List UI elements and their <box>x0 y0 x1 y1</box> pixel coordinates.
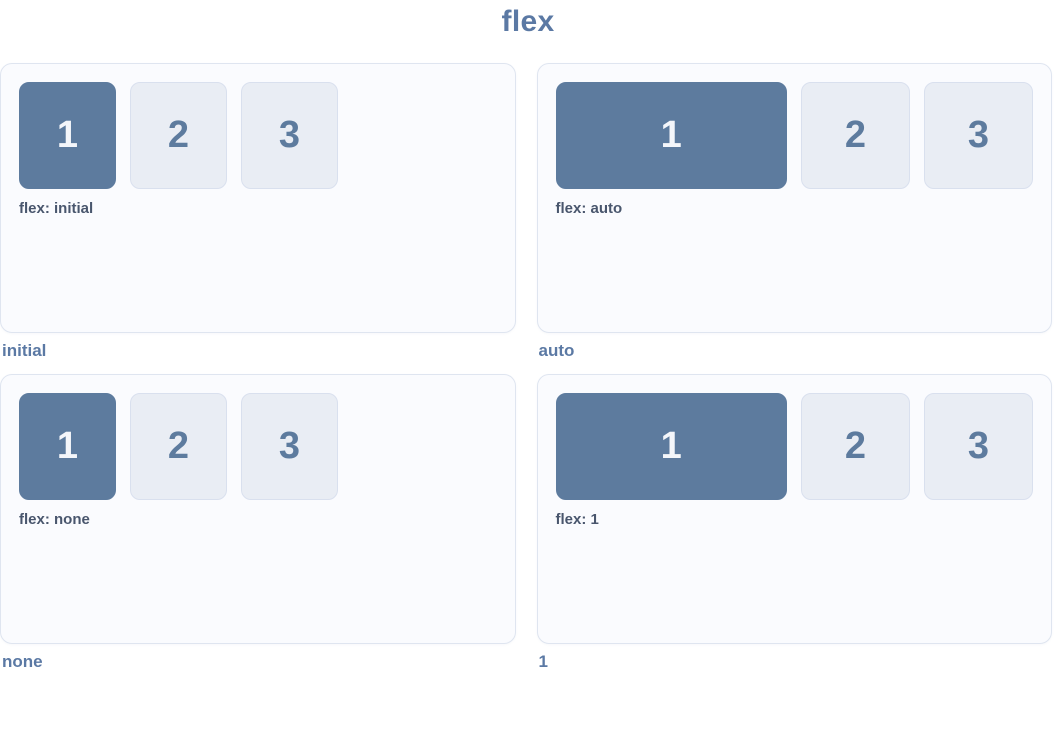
flex-container: 1 2 3 <box>555 393 1033 500</box>
flex-item-3: 3 <box>241 82 338 189</box>
flex-item-1: 1 <box>19 82 116 189</box>
demo-panel-auto: 1 2 3 flex: auto <box>536 63 1052 333</box>
flex-item-2: 2 <box>801 393 910 500</box>
demo-cell-1: 1 2 3 flex: 1 1 <box>536 374 1052 672</box>
demo-cell-initial: 1 2 3 flex: initial initial <box>0 63 516 361</box>
demo-panel-initial: 1 2 3 flex: initial <box>0 63 516 333</box>
flex-item-2: 2 <box>130 393 227 500</box>
flex-value-caption: flex: 1 <box>555 511 599 528</box>
demo-cell-none: 1 2 3 flex: none none <box>0 374 516 672</box>
flex-container: 1 2 3 <box>555 82 1033 189</box>
flex-item-1: 1 <box>555 393 787 500</box>
flex-item-2: 2 <box>801 82 910 189</box>
flex-value-caption: flex: auto <box>555 200 623 217</box>
flex-value-caption: flex: initial <box>19 200 94 217</box>
demo-panel-1: 1 2 3 flex: 1 <box>536 374 1052 644</box>
demo-cell-auto: 1 2 3 flex: auto auto <box>536 63 1052 361</box>
flex-item-2: 2 <box>130 82 227 189</box>
flex-item-1: 1 <box>555 82 787 189</box>
flex-item-1: 1 <box>19 393 116 500</box>
demo-panel-none: 1 2 3 flex: none <box>0 374 516 644</box>
page-title: flex <box>501 5 555 38</box>
panel-label-none: none <box>2 652 43 671</box>
flex-item-3: 3 <box>241 393 338 500</box>
panel-label-auto: auto <box>538 341 575 360</box>
flex-item-3: 3 <box>924 82 1033 189</box>
flex-container: 1 2 3 <box>19 82 497 189</box>
flex-container: 1 2 3 <box>19 393 497 500</box>
flex-item-3: 3 <box>924 393 1033 500</box>
flex-value-caption: flex: none <box>19 511 90 528</box>
panel-label-initial: initial <box>2 341 47 360</box>
panel-label-1: 1 <box>538 652 548 671</box>
demo-grid: 1 2 3 flex: initial initial 1 2 3 flex: … <box>0 63 1052 672</box>
